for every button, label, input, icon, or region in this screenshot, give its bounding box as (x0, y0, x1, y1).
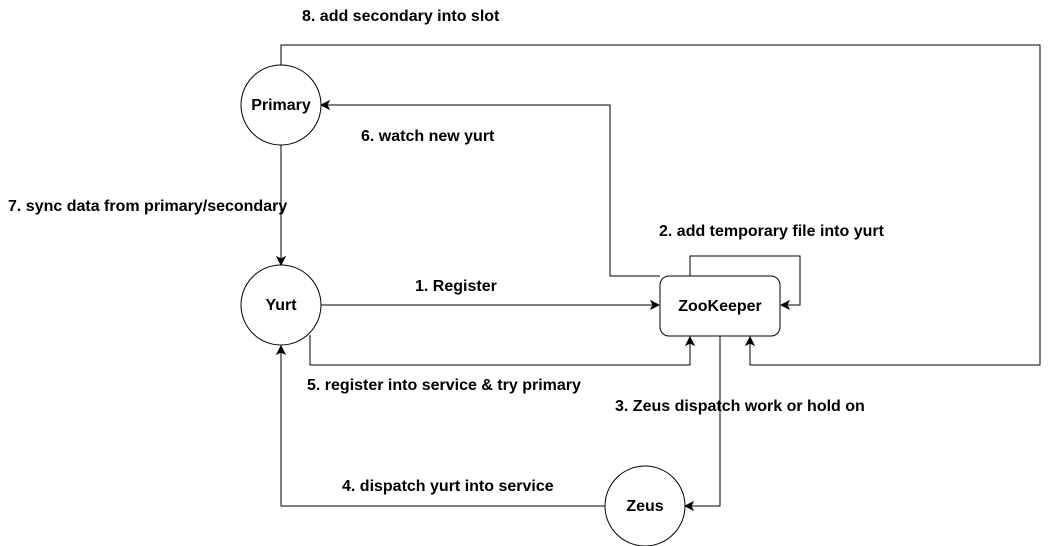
edge-label-watch-new-yurt: 6. watch new yurt (361, 128, 495, 145)
edge-label-register-into-service: 5. register into service & try primary (307, 377, 581, 394)
node-yurt-label: Yurt (265, 297, 297, 314)
node-primary-label: Primary (251, 97, 311, 114)
node-zeus: Zeus (604, 465, 686, 546)
edge-add-temporary-file (689, 255, 801, 305)
edge-label-dispatch-yurt: 4. dispatch yurt into service (342, 478, 554, 495)
edge-add-secondary (280, 44, 1041, 366)
edge-label-sync-data: 7. sync data from primary/secondary (8, 198, 287, 215)
node-zookeeper-label: ZooKeeper (678, 298, 762, 315)
edge-zeus-dispatch (685, 336, 721, 506)
edge-label-zeus-dispatch: 3. Zeus dispatch work or hold on (615, 398, 865, 415)
edge-label-register: 1. Register (415, 278, 497, 295)
edge-label-add-temporary-file: 2. add temporary file into yurt (659, 223, 885, 240)
edge-watch-new-yurt (321, 105, 660, 277)
edge-register-into-service (309, 335, 690, 366)
node-yurt: Yurt (240, 264, 322, 346)
node-zeus-label: Zeus (626, 498, 663, 515)
edge-label-add-secondary: 8. add secondary into slot (302, 8, 500, 25)
node-primary: Primary (240, 64, 322, 146)
node-zookeeper: ZooKeeper (659, 275, 781, 337)
edge-dispatch-yurt (281, 346, 605, 507)
